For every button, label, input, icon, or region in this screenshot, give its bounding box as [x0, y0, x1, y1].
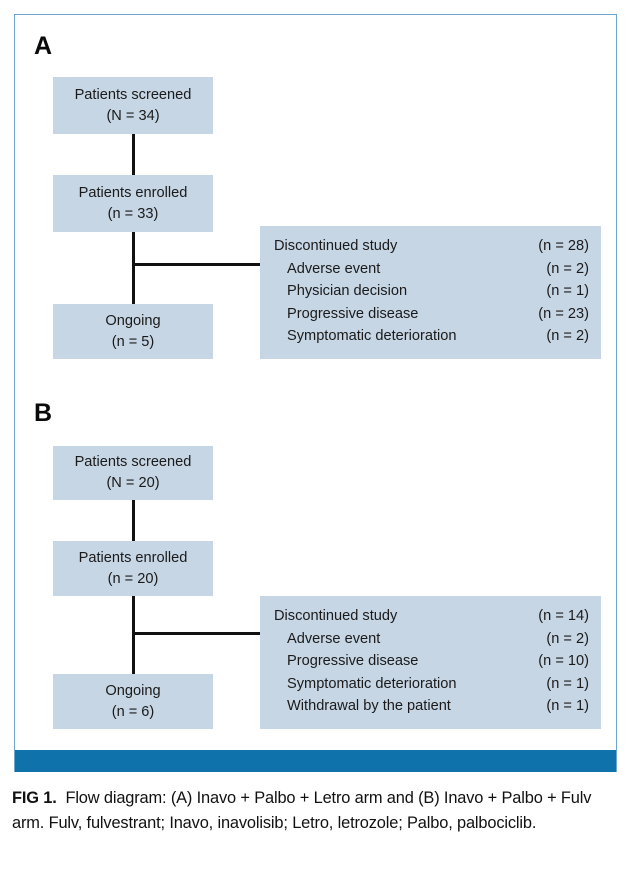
panel-a-discontinued-title-label: Discontinued study	[274, 238, 398, 254]
panel-a-reason-label-0: Adverse event	[287, 260, 381, 277]
panel-a-reason-label-3: Symptomatic deterioration	[287, 328, 457, 345]
panel-b-connector-screened-to-enrolled	[132, 500, 135, 541]
panel-b-reason-count-2: (n = 1)	[546, 675, 589, 692]
figure-caption-text: Flow diagram: (A) Inavo + Palbo + Letro …	[12, 789, 592, 832]
panel-a-box-enrolled: Patients enrolled (n = 33)	[53, 175, 213, 232]
panel-a-box-screened: Patients screened (N = 34)	[53, 77, 213, 134]
panel-a-screened-line1: Patients screened	[74, 86, 192, 103]
figure-accent-bar	[15, 750, 616, 772]
panel-a-box-ongoing: Ongoing (n = 5)	[53, 304, 213, 359]
panel-a-reason-row-3: Symptomatic deterioration (n = 2)	[274, 325, 589, 348]
panel-b-discontinued-title-label: Discontinued study	[274, 608, 398, 624]
panel-label-b: B	[34, 399, 53, 427]
panel-b-connector-enrolled-to-ongoing	[132, 596, 135, 675]
panel-b-enrolled-line1: Patients enrolled	[78, 549, 188, 566]
panel-b-reason-row-3: Withdrawal by the patient (n = 1)	[274, 695, 589, 718]
panel-a-screened-line2: (N = 34)	[106, 107, 160, 124]
figure-caption: FIG 1. Flow diagram: (A) Inavo + Palbo +…	[12, 786, 622, 836]
panel-a-connector-enrolled-to-ongoing	[132, 232, 135, 307]
panel-b-box-ongoing: Ongoing (n = 6)	[53, 674, 213, 729]
panel-a-reason-count-2: (n = 23)	[538, 305, 589, 322]
panel-b-ongoing-line1: Ongoing	[105, 682, 161, 699]
panel-b-connector-to-discontinued	[132, 632, 263, 635]
panel-a-ongoing-line1: Ongoing	[105, 312, 161, 329]
panel-b-ongoing-line2: (n = 6)	[111, 703, 155, 720]
panel-b-box-screened: Patients screened (N = 20)	[53, 446, 213, 500]
panel-b-reason-label-0: Adverse event	[287, 630, 381, 647]
panel-label-a: A	[34, 32, 53, 60]
panel-b-box-enrolled: Patients enrolled (n = 20)	[53, 541, 213, 596]
panel-b-reason-label-3: Withdrawal by the patient	[287, 698, 451, 715]
panel-a-reason-row-0: Adverse event (n = 2)	[274, 258, 589, 281]
panel-b-reason-row-0: Adverse event (n = 2)	[274, 628, 589, 651]
panel-b-reason-label-1: Progressive disease	[287, 653, 419, 670]
panel-a-reason-count-0: (n = 2)	[546, 260, 589, 277]
panel-b-discontinued-title-row: Discontinued study (n = 14)	[274, 605, 589, 628]
panel-a-connector-to-discontinued	[132, 263, 263, 266]
panel-b-reason-row-2: Symptomatic deterioration (n = 1)	[274, 673, 589, 696]
panel-a-reason-label-1: Physician decision	[287, 283, 408, 300]
panel-a-ongoing-line2: (n = 5)	[111, 333, 155, 350]
panel-b-reason-label-2: Symptomatic deterioration	[287, 675, 457, 692]
panel-a-enrolled-line1: Patients enrolled	[78, 184, 188, 201]
panel-b-screened-line2: (N = 20)	[106, 475, 160, 491]
panel-b-reason-count-0: (n = 2)	[546, 630, 589, 647]
panel-a-reason-row-1: Physician decision (n = 1)	[274, 280, 589, 303]
panel-b-discontinued-box: Discontinued study (n = 14) Adverse even…	[260, 596, 601, 729]
panel-b-reason-count-1: (n = 10)	[538, 653, 589, 670]
panel-a-connector-screened-to-enrolled	[132, 134, 135, 175]
panel-a-reason-count-3: (n = 2)	[546, 328, 589, 345]
panel-b-enrolled-line2: (n = 20)	[107, 570, 159, 587]
panel-a-reason-count-1: (n = 1)	[546, 283, 589, 300]
panel-b-reason-count-3: (n = 1)	[546, 698, 589, 715]
panel-a-discontinued-title-row: Discontinued study (n = 28)	[274, 235, 589, 258]
panel-b-reason-row-1: Progressive disease (n = 10)	[274, 650, 589, 673]
figure-caption-label: FIG 1.	[12, 789, 57, 807]
panel-a-reason-row-2: Progressive disease (n = 23)	[274, 303, 589, 326]
panel-a-enrolled-line2: (n = 33)	[107, 205, 159, 222]
panel-b-screened-line1: Patients screened	[74, 454, 192, 471]
panel-a-discontinued-box: Discontinued study (n = 28) Adverse even…	[260, 226, 601, 359]
panel-b-discontinued-title-count: (n = 14)	[538, 608, 589, 624]
panel-a-reason-label-2: Progressive disease	[287, 305, 419, 322]
panel-a-discontinued-title-count: (n = 28)	[538, 238, 589, 254]
figure-frame: A Patients screened (N = 34) Patients en…	[14, 14, 617, 772]
